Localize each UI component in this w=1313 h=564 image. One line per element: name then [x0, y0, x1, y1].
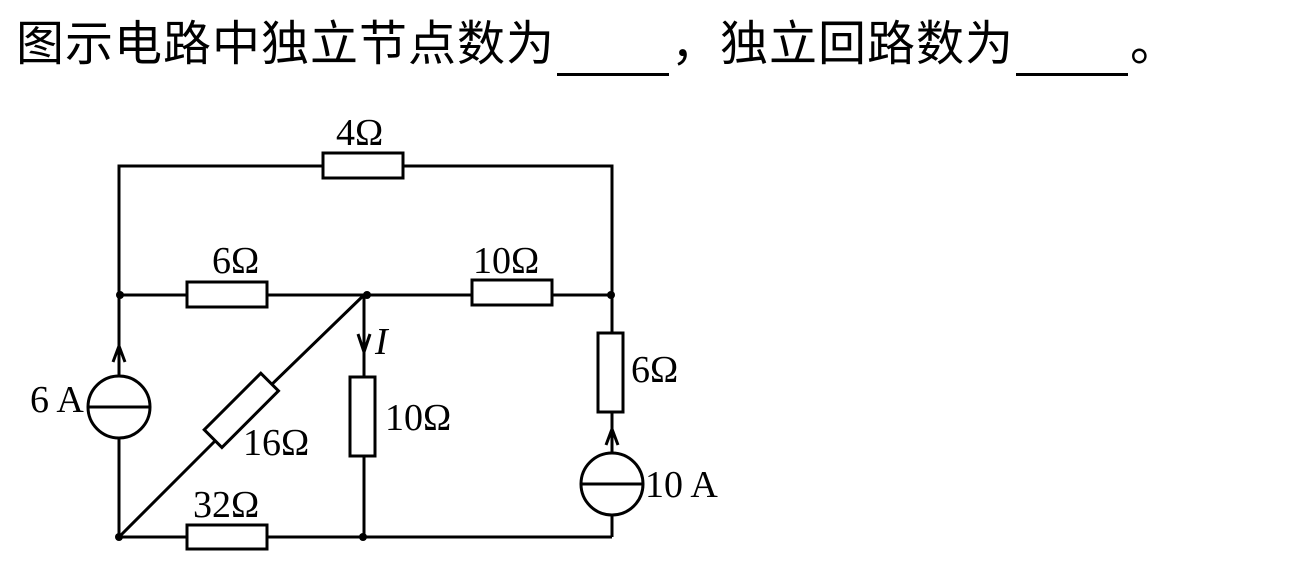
arrow-down-icon: [356, 333, 372, 357]
junction-node: [363, 291, 371, 299]
current-source-left: [86, 341, 152, 440]
resistor-top: [321, 151, 405, 180]
wires: [117, 164, 614, 539]
resistor-mid-left: [185, 280, 269, 309]
resistor-bottom: [185, 523, 269, 551]
label-resistor-diagonal: 16Ω: [243, 422, 309, 464]
answer-blank-loops[interactable]: [1016, 19, 1129, 76]
question-end: 。: [1130, 16, 1180, 72]
resistor-center-vertical: [348, 375, 377, 458]
label-source-right: 10 A: [645, 464, 718, 506]
junction-node: [116, 291, 124, 299]
label-resistor-bottom: 32Ω: [193, 484, 259, 526]
resistor-mid-right: [470, 278, 554, 307]
answer-blank-nodes[interactable]: [557, 19, 670, 76]
question-text: 图示电路中独立节点数为 ，独立回路数为 。: [16, 12, 1179, 76]
wire-top: [117, 164, 614, 295]
wire-diagonal: [117, 293, 366, 539]
question-part2: 独立回路数为: [720, 16, 1015, 72]
junction-node: [359, 533, 367, 541]
label-resistor-mid-right: 10Ω: [473, 240, 539, 282]
label-source-left: 6 A: [30, 379, 84, 421]
resistor-diagonal: [202, 371, 281, 450]
label-resistor-top: 4Ω: [336, 112, 383, 154]
label-resistor-mid-left: 6Ω: [212, 240, 259, 282]
label-current-i: I: [374, 321, 390, 363]
junction-node: [115, 533, 123, 541]
question-separator: ，: [671, 16, 721, 72]
resistor-right-vertical: [596, 331, 625, 414]
arrow-up-icon: [111, 341, 127, 363]
current-source-right: [579, 424, 645, 517]
label-resistor-right-vertical: 6Ω: [631, 349, 678, 391]
label-resistor-center-vertical: 10Ω: [385, 397, 451, 439]
junction-node: [607, 291, 615, 299]
arrow-up-icon: [604, 424, 620, 446]
question-part1: 图示电路中独立节点数为: [16, 16, 556, 72]
